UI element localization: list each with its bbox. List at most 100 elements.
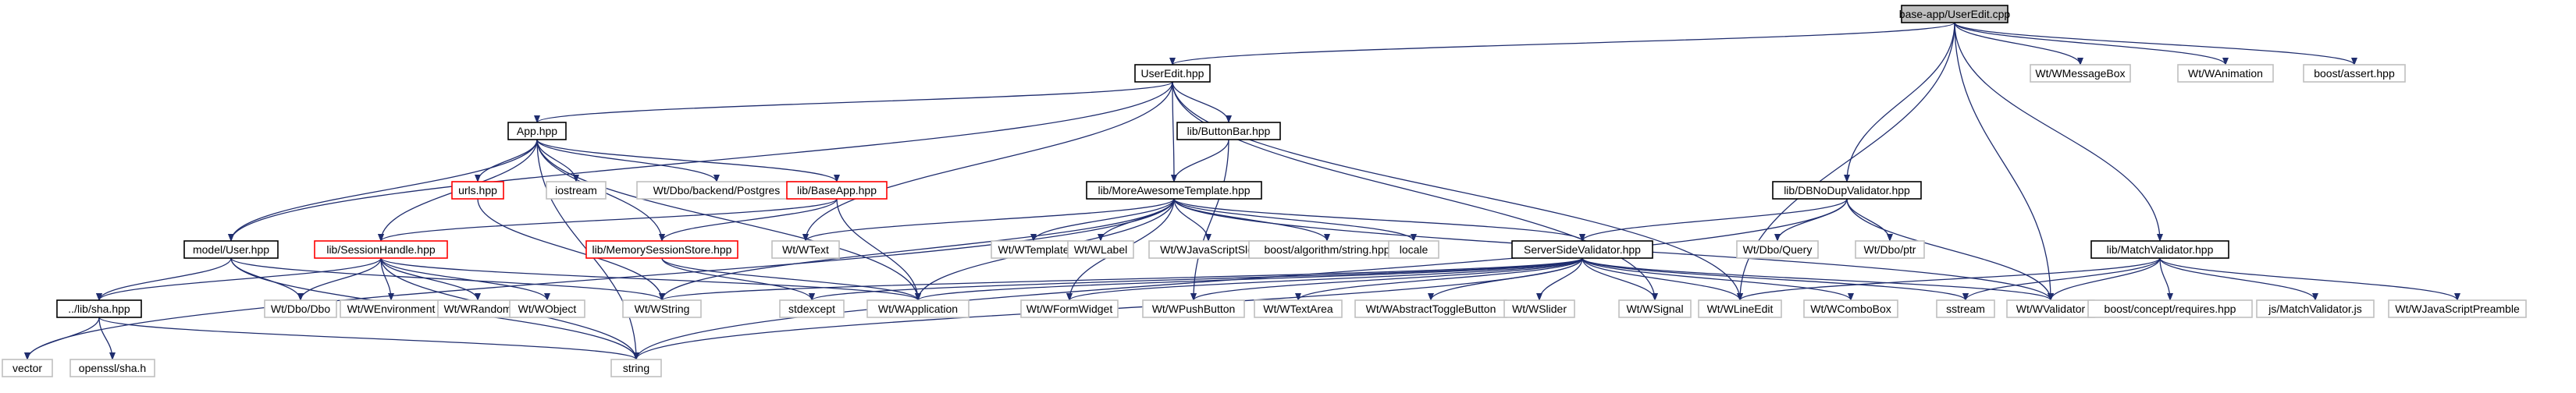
- edge-serverside-to-wvalidator: [1582, 257, 2054, 301]
- node-label: Wt/WLabel: [1074, 243, 1127, 256]
- node-box: [2087, 299, 2253, 318]
- node-label: lib/DBNoDupValidator.hpp: [1784, 184, 1910, 196]
- edge-moreawesome-to-locale: [1173, 198, 1417, 242]
- dependency-edges: [24, 22, 2460, 360]
- node-box: [2030, 64, 2131, 83]
- node-label: ../lib/sha.hpp: [68, 303, 130, 315]
- edge-serverside-to-wcombobox: [1582, 257, 1854, 301]
- edge-sessionhandle-to-wapplication: [380, 257, 921, 301]
- node-box: [69, 359, 155, 377]
- node-box: [1698, 299, 1782, 318]
- node-label: locale: [1400, 243, 1429, 256]
- node-label: Wt/WTemplate: [998, 243, 1069, 256]
- node-box: [622, 299, 702, 318]
- node-label: App.hpp: [517, 125, 557, 137]
- edge-serverside-to-sstream: [1582, 257, 1969, 301]
- edge-modeluser-to-wstring: [230, 257, 665, 301]
- node-baseapp: lib/BaseApp.hpp: [786, 181, 888, 200]
- node-box: [786, 181, 888, 200]
- node-jsmatch: js/MatchValidator.js: [2256, 299, 2375, 318]
- edge-root-to-assert: [1954, 22, 2357, 66]
- node-wobject: Wt/WObject: [509, 299, 585, 318]
- edge-modeluser-to-libsha: [96, 257, 232, 301]
- node-label: Wt/WLineEdit: [1707, 303, 1774, 315]
- node-box: [451, 181, 504, 200]
- node-label: Wt/WPushButton: [1152, 303, 1236, 315]
- node-label: openssl/sha.h: [79, 362, 146, 374]
- node-box: [1855, 240, 1925, 259]
- edge-useredit-to-wtext: [802, 81, 1173, 242]
- node-label: Wt/Dbo/Query: [1743, 243, 1813, 256]
- node-wenv: Wt/WEnvironment: [340, 299, 443, 318]
- node-wvalidator: Wt/WValidator: [2006, 299, 2095, 318]
- node-serverside: ServerSideValidator.hpp: [1511, 240, 1653, 259]
- node-box: [1254, 299, 1343, 318]
- node-box: [2256, 299, 2375, 318]
- edge-libsha-to-string: [98, 317, 639, 360]
- node-wtemplate: Wt/WTemplate: [991, 240, 1076, 259]
- node-label: lib/MemorySessionStore.hpp: [592, 243, 732, 256]
- edge-serverside-to-wsignal: [1582, 257, 1658, 301]
- node-label: Wt/WFormWidget: [1026, 303, 1113, 315]
- node-label: Wt/WTextArea: [1263, 303, 1333, 315]
- node-iostream: iostream: [546, 181, 607, 200]
- node-label: string: [623, 362, 649, 374]
- node-wapplication: Wt/WApplication: [866, 299, 970, 318]
- edge-app-to-postgres: [536, 139, 720, 182]
- edge-dbnodup-to-serverside: [1579, 198, 1848, 242]
- edge-moreawesome-to-vector: [24, 198, 1175, 360]
- edge-libsha-to-vector: [24, 317, 100, 360]
- node-sstream: sstream: [1936, 299, 1995, 318]
- node-label: urls.hpp: [458, 184, 497, 196]
- node-dboptr: Wt/Dbo/ptr: [1855, 240, 1925, 259]
- node-dbnodup: lib/DBNoDupValidator.hpp: [1772, 181, 1922, 200]
- edge-buttonbar-to-moreawesome: [1171, 139, 1229, 182]
- edge-root-to-wanimation: [1954, 22, 2229, 66]
- node-label: base-app/UserEdit.cpp: [1899, 8, 2011, 20]
- edge-matchvalidator-to-wlineedit: [1737, 257, 2161, 301]
- node-box: [2388, 299, 2527, 318]
- node-box: [610, 359, 662, 377]
- edge-root-to-wmessagebox: [1954, 22, 2083, 66]
- node-root: base-app/UserEdit.cpp: [1899, 5, 2011, 23]
- edge-sessionhandle-to-libsha: [96, 257, 382, 301]
- node-wjspreamble: Wt/WJavaScriptPreamble: [2388, 299, 2527, 318]
- edge-baseapp-to-sessionhandle: [378, 198, 838, 242]
- node-moreawesome: lib/MoreAwesomeTemplate.hpp: [1086, 181, 1262, 200]
- node-wpushbutton: Wt/WPushButton: [1142, 299, 1245, 318]
- node-wlabel: Wt/WLabel: [1067, 240, 1134, 259]
- node-locale: locale: [1388, 240, 1439, 259]
- edge-app-to-wapplication: [536, 139, 921, 301]
- node-label: vector: [12, 362, 42, 374]
- node-buttonbar: lib/ButtonBar.hpp: [1176, 122, 1281, 140]
- node-label: lib/MatchValidator.hpp: [2107, 243, 2214, 256]
- node-vector: vector: [2, 359, 53, 377]
- node-box: [2090, 240, 2229, 259]
- node-dboquery: Wt/Dbo/Query: [1736, 240, 1819, 259]
- node-opensslsha: openssl/sha.h: [69, 359, 155, 377]
- node-useredit: UserEdit.hpp: [1134, 64, 1211, 83]
- edge-serverside-to-wstring: [659, 257, 1583, 301]
- edge-matchvalidator-to-sstream: [1962, 257, 2161, 301]
- node-label: Wt/WAbstractToggleButton: [1366, 303, 1496, 315]
- node-label: Wt/Dbo/Dbo: [271, 303, 330, 315]
- node-memsession: lib/MemorySessionStore.hpp: [585, 240, 738, 259]
- edge-serverside-to-wpushbutton: [1190, 257, 1583, 301]
- node-label: UserEdit.hpp: [1141, 67, 1204, 80]
- node-box: [314, 240, 448, 259]
- node-label: Wt/WAnimation: [2188, 67, 2263, 80]
- node-wsignal: Wt/WSignal: [1618, 299, 1692, 318]
- edge-root-to-dbnodup: [1844, 22, 1955, 182]
- node-box: [546, 181, 607, 200]
- node-box: [507, 122, 567, 140]
- edge-matchvalidator-to-jsmatch: [2159, 257, 2318, 301]
- edge-root-to-matchvalidator: [1954, 22, 2163, 242]
- edge-matchvalidator-to-wvalidator: [2048, 257, 2161, 301]
- edge-moreawesome-to-wjsslot: [1173, 198, 1212, 242]
- edge-useredit-to-app: [534, 81, 1173, 123]
- node-box: [779, 299, 845, 318]
- node-label: Wt/WJavaScriptPreamble: [2395, 303, 2520, 315]
- node-label: Wt/WObject: [518, 303, 577, 315]
- node-label: lib/MoreAwesomeTemplate.hpp: [1098, 184, 1250, 196]
